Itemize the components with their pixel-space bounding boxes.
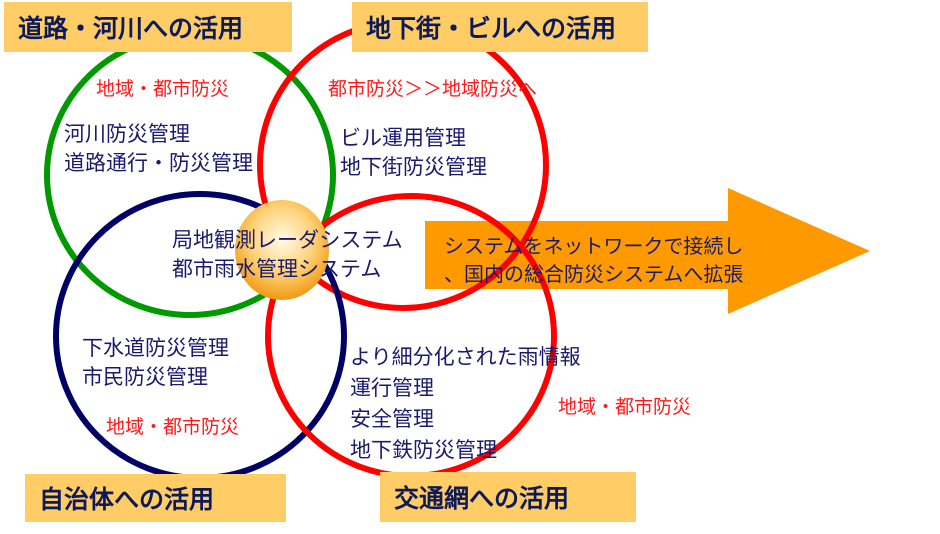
item: 地下街防災管理	[340, 155, 487, 179]
scope-underground-buildings: 都市防災＞＞地域防災へ	[328, 78, 538, 100]
label-roads-rivers: 道路・河川への活用	[4, 2, 292, 52]
center-line: 都市雨水管理システム	[172, 257, 382, 281]
center-line: 局地観測レーダシステム	[172, 228, 403, 252]
label-municipality: 自治体への活用	[25, 474, 286, 522]
item: 河川防災管理	[64, 122, 190, 146]
label-transport: 交通網への活用	[380, 472, 636, 522]
item: 地下鉄防災管理	[350, 438, 497, 462]
item: 市民防災管理	[82, 365, 208, 389]
label-underground-buildings: 地下街・ビルへの活用	[352, 2, 648, 52]
items-roads-rivers: 河川防災管理 道路通行・防災管理	[64, 120, 253, 178]
arrow-line: システムをネットワークで接続し	[444, 234, 744, 258]
item: 道路通行・防災管理	[64, 151, 253, 175]
scope-transport: 地域・都市防災	[558, 396, 692, 418]
item: より細分化された雨情報	[350, 345, 581, 369]
arrow-line: 、国内の総合防災システムへ拡張	[444, 262, 744, 286]
item: ビル運用管理	[340, 126, 466, 150]
items-municipality: 下水道防災管理 市民防災管理	[82, 334, 229, 392]
item: 安全管理	[350, 407, 434, 431]
items-transport: より細分化された雨情報 運行管理 安全管理 地下鉄防災管理	[350, 342, 581, 466]
center-orb	[235, 200, 329, 300]
center-text: 局地観測レーダシステム 都市雨水管理システム	[172, 226, 403, 284]
items-underground-buildings: ビル運用管理 地下街防災管理	[340, 124, 487, 182]
item: 運行管理	[350, 376, 434, 400]
arrow-text: システムをネットワークで接続し 、国内の総合防災システムへ拡張	[444, 232, 743, 288]
scope-roads-rivers: 地域・都市防災	[96, 78, 230, 100]
item: 下水道防災管理	[82, 336, 229, 360]
expansion-arrow	[425, 188, 870, 314]
scope-municipality: 地域・都市防災	[106, 416, 240, 438]
